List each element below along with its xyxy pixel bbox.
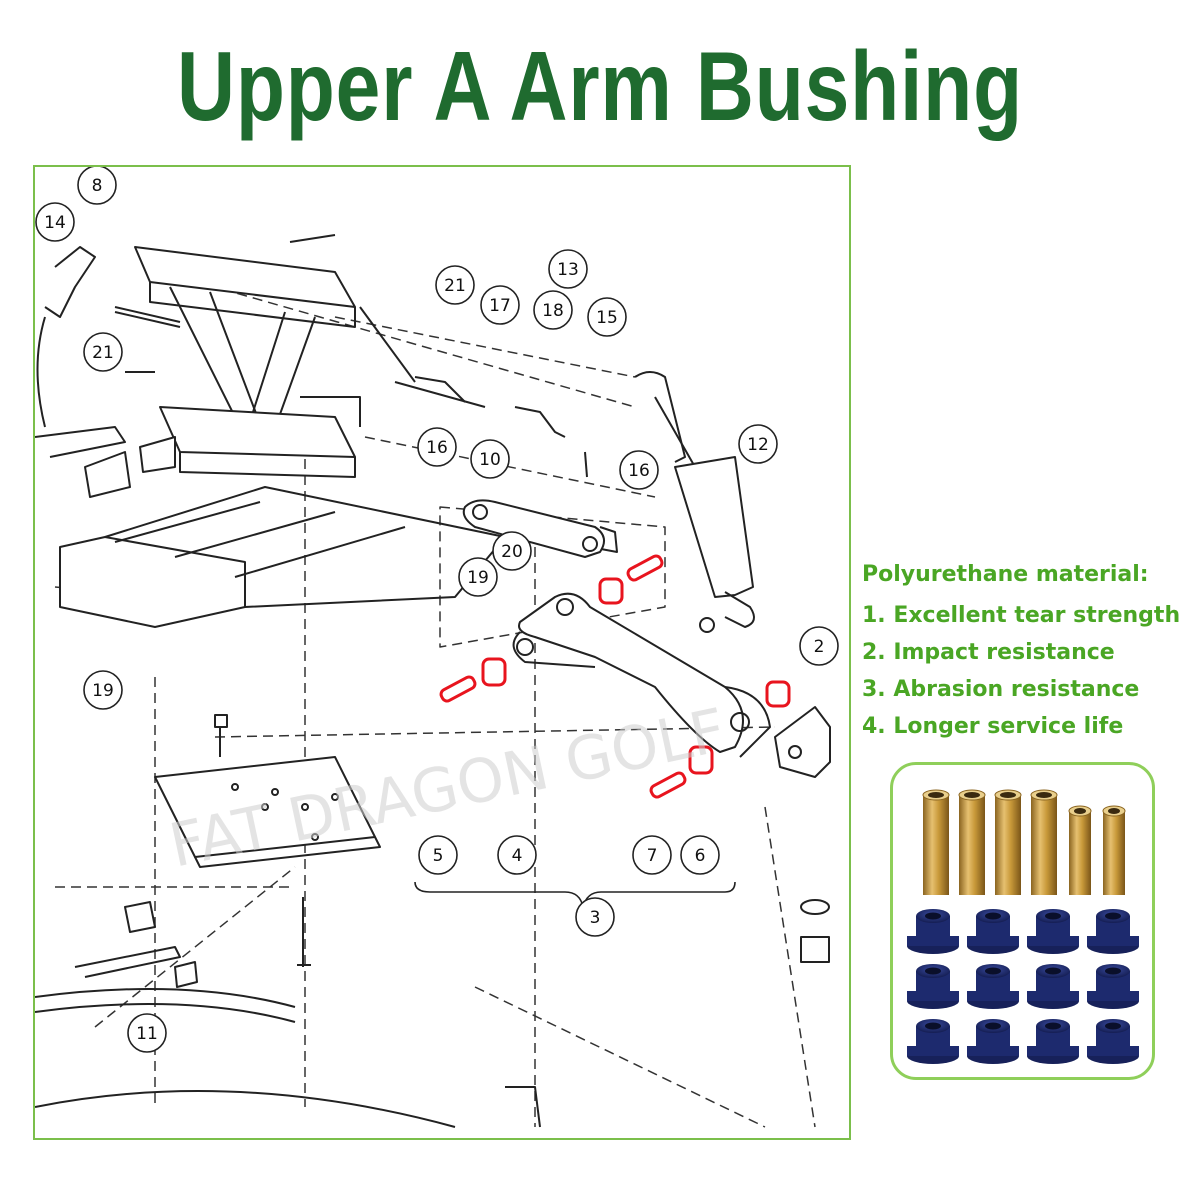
- svg-text:4: 4: [512, 846, 523, 866]
- svg-text:17: 17: [489, 296, 511, 316]
- blue-bushing: [1087, 1019, 1139, 1064]
- part-callout-19: 19: [83, 670, 123, 710]
- red-bushing-6: [649, 771, 687, 799]
- svg-text:11: 11: [136, 1024, 158, 1044]
- part-callout-8: 8: [77, 167, 117, 205]
- diagram-drawing: FAT DRAGON GOLF 814212113171815161610122…: [35, 167, 839, 1128]
- part-callout-5: 5: [418, 835, 458, 875]
- svg-text:7: 7: [647, 846, 658, 866]
- svg-text:19: 19: [92, 681, 114, 701]
- part-callout-21: 21: [435, 265, 475, 305]
- brass-sleeve: [922, 789, 950, 895]
- blue-bushing: [967, 1019, 1019, 1064]
- brass-sleeve: [1030, 789, 1058, 895]
- svg-text:12: 12: [747, 435, 769, 455]
- part-callout-17: 17: [480, 285, 520, 325]
- part-callout-2: 2: [799, 626, 839, 666]
- red-bushing-5: [439, 675, 477, 703]
- feature-item-2: 2. Impact resistance: [862, 640, 1115, 665]
- blue-bushing: [1087, 964, 1139, 1009]
- brass-sleeve: [994, 789, 1022, 895]
- blue-bushing: [967, 964, 1019, 1009]
- part-callout-7: 7: [632, 835, 672, 875]
- feature-heading: Polyurethane material:: [862, 562, 1149, 587]
- red-bushing-4: [481, 657, 507, 687]
- part-callout-13: 13: [548, 249, 588, 289]
- page-title: Upper A Arm Bushing: [177, 31, 1023, 141]
- part-callout-15: 15: [587, 297, 627, 337]
- svg-text:18: 18: [542, 301, 564, 321]
- part-callout-16: 16: [417, 427, 457, 467]
- svg-text:16: 16: [628, 461, 650, 481]
- svg-text:13: 13: [557, 260, 579, 280]
- part-callouts: 8 14 21 21 13 17 18 15 16 16 10 12 20 19 19 2 5 4 7 6 3 11: [35, 167, 839, 1053]
- svg-text:14: 14: [44, 213, 66, 233]
- part-callout-3: 3: [575, 897, 615, 937]
- brass-sleeve: [958, 789, 986, 895]
- red-bushing-upper: [598, 554, 791, 708]
- feature-item-1: 1. Excellent tear strength: [862, 603, 1181, 628]
- svg-text:21: 21: [92, 343, 114, 363]
- blue-bushing: [1027, 964, 1079, 1009]
- product-photo-box: [890, 762, 1155, 1080]
- blue-bushing: [967, 909, 1019, 954]
- svg-text:21: 21: [444, 276, 466, 296]
- svg-text:16: 16: [426, 438, 448, 458]
- feature-list: Polyurethane material: 1. Excellent tear…: [862, 562, 1198, 745]
- svg-text:19: 19: [467, 568, 489, 588]
- svg-text:20: 20: [501, 542, 523, 562]
- part-callout-12: 12: [738, 424, 778, 464]
- svg-text:2: 2: [814, 637, 825, 657]
- feature-item-3: 3. Abrasion resistance: [862, 677, 1140, 702]
- svg-text:6: 6: [695, 846, 706, 866]
- feature-item-4: 4. Longer service life: [862, 714, 1124, 739]
- part-callout-19: 19: [458, 557, 498, 597]
- svg-text:5: 5: [433, 846, 444, 866]
- blue-bushing: [1087, 909, 1139, 954]
- blue-bushing: [907, 909, 959, 954]
- svg-text:3: 3: [590, 908, 601, 928]
- part-callout-14: 14: [35, 202, 75, 242]
- part-callout-11: 11: [127, 1013, 167, 1053]
- blue-bushing: [907, 964, 959, 1009]
- bushing-kit-illustration: [907, 789, 1139, 1064]
- part-callout-21: 21: [83, 332, 123, 372]
- part-callout-20: 20: [492, 531, 532, 571]
- svg-text:15: 15: [596, 308, 618, 328]
- brass-sleeve: [1102, 805, 1126, 895]
- part-callout-18: 18: [533, 290, 573, 330]
- part-callout-6: 6: [680, 835, 720, 875]
- brass-sleeve: [1068, 805, 1092, 895]
- part-callout-10: 10: [470, 439, 510, 479]
- blue-bushing: [907, 1019, 959, 1064]
- part-callout-16: 16: [619, 450, 659, 490]
- blue-bushing: [1027, 909, 1079, 954]
- part-callout-4: 4: [497, 835, 537, 875]
- blue-bushing: [1027, 1019, 1079, 1064]
- svg-text:8: 8: [92, 176, 103, 196]
- red-bushing-4b: [688, 745, 714, 775]
- svg-text:10: 10: [479, 450, 501, 470]
